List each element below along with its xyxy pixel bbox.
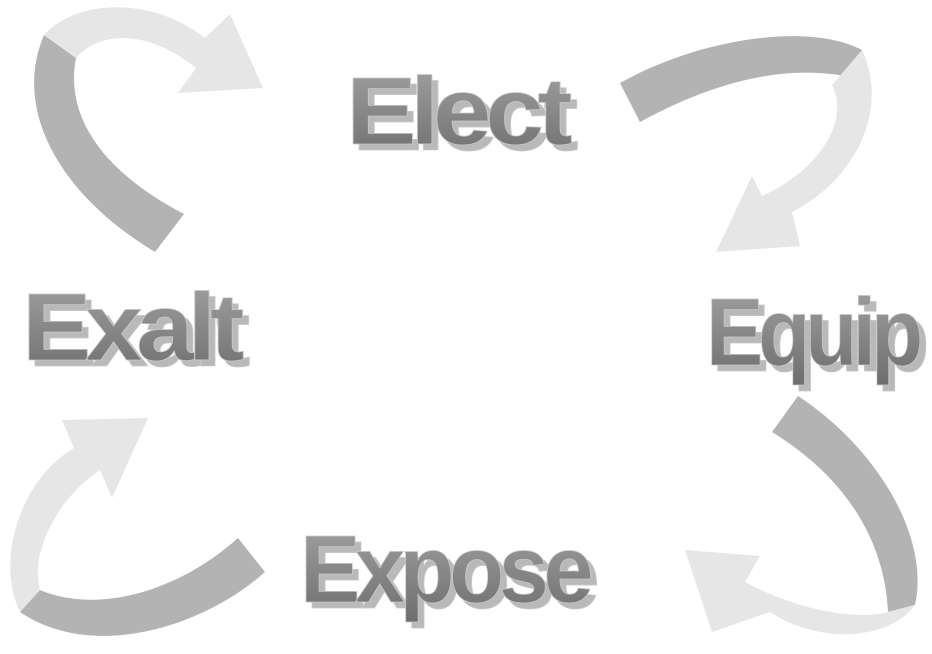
arrow-exalt-to-elect-band xyxy=(34,35,185,252)
stage-equip-label: Equip xyxy=(706,279,920,386)
stage-exalt: Exalt Exalt xyxy=(22,274,256,388)
arrow-equip-to-expose-band xyxy=(772,396,918,612)
arrow-exalt-to-elect-head xyxy=(44,7,263,94)
arrow-equip-to-expose-head xyxy=(685,550,915,635)
stage-exalt-shadow: Exalt xyxy=(28,280,249,387)
stage-elect: Elect Elect xyxy=(346,58,584,172)
arrow-elect-to-equip-band xyxy=(620,36,868,122)
stage-exalt-label: Exalt xyxy=(22,274,243,381)
arrow-elect-to-equip-head xyxy=(716,50,872,252)
arrow-elect-to-equip xyxy=(620,36,872,252)
arrow-expose-to-exalt xyxy=(10,418,265,636)
arrow-equip-to-expose xyxy=(685,396,918,635)
stage-equip: Equip Equip xyxy=(706,279,932,393)
arrow-exalt-to-elect xyxy=(34,7,263,252)
stage-expose-label: Expose xyxy=(300,516,591,623)
arrow-expose-to-exalt-band xyxy=(20,538,265,636)
stage-expose: Expose Expose xyxy=(300,516,604,630)
arrow-expose-to-exalt-head xyxy=(10,418,148,612)
stage-expose-shadow: Expose xyxy=(306,522,597,629)
stage-elect-label: Elect xyxy=(346,58,572,165)
stage-elect-shadow: Elect xyxy=(352,64,578,171)
stage-equip-shadow: Equip xyxy=(712,285,926,392)
